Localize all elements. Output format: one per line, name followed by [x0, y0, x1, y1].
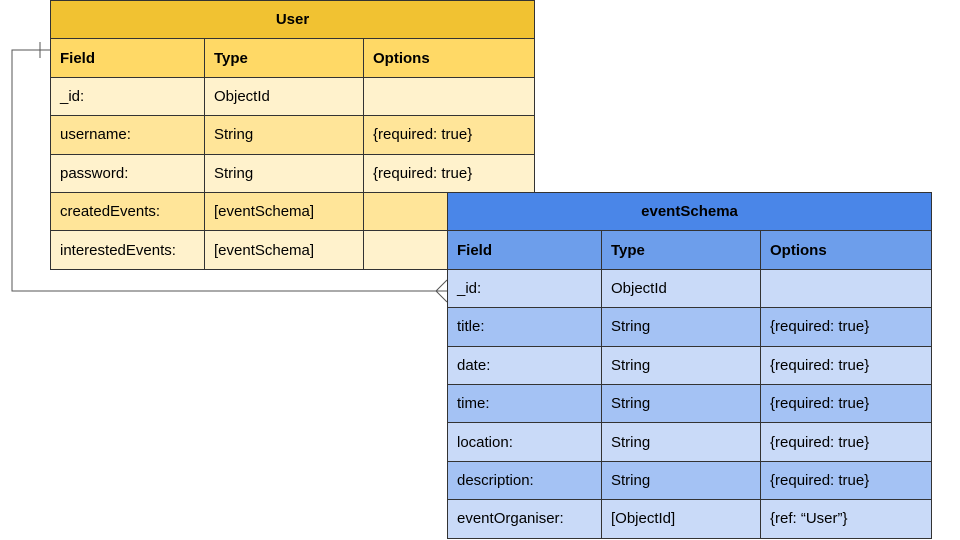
event-type-cell: String [601, 422, 761, 462]
user-type-cell: [eventSchema] [204, 230, 364, 270]
event-type-cell: [ObjectId] [601, 499, 761, 539]
user-options-cell [363, 76, 535, 117]
event-options-cell: {required: true} [759, 383, 933, 424]
event-table-title-row: eventSchema [446, 191, 933, 232]
relationship-line [11, 49, 447, 292]
event-type-cell: String [601, 460, 761, 501]
event-options-cell: {required: true} [759, 422, 933, 462]
user-row: _id:ObjectId [50, 76, 535, 117]
event-options-cell: {required: true} [759, 345, 933, 385]
event-type-cell: String [601, 345, 761, 385]
user-field-cell: _id: [50, 76, 205, 117]
event-field-cell: title: [447, 307, 602, 347]
event-schema-table: eventSchema Field Type Options _id:Objec… [446, 191, 933, 539]
user-field-cell: username: [50, 115, 205, 155]
user-type-cell: [eventSchema] [204, 191, 364, 232]
event-row: location:String{required: true} [447, 422, 933, 462]
event-type-cell: String [601, 307, 761, 347]
event-options-cell: {ref: “User”} [759, 499, 933, 539]
user-header-type: Type [204, 38, 364, 78]
user-type-cell: String [204, 153, 364, 193]
event-row: title:String{required: true} [447, 307, 933, 347]
event-row: eventOrganiser:[ObjectId]{ref: “User”} [447, 499, 933, 539]
user-type-cell: String [204, 115, 364, 155]
event-table-title: eventSchema [446, 191, 933, 232]
user-options-cell: {required: true} [363, 115, 535, 155]
user-header-options: Options [363, 38, 535, 78]
event-field-cell: date: [447, 345, 602, 385]
event-field-cell: location: [447, 422, 602, 462]
event-field-cell: description: [447, 460, 602, 501]
event-field-cell: _id: [447, 268, 602, 309]
event-options-cell: {required: true} [759, 307, 933, 347]
event-row: date:String{required: true} [447, 345, 933, 385]
user-options-cell: {required: true} [363, 153, 535, 193]
user-row: password:String{required: true} [50, 153, 535, 193]
event-options-cell [759, 268, 933, 309]
user-type-cell: ObjectId [204, 76, 364, 117]
event-options-cell: {required: true} [759, 460, 933, 501]
event-table-body: eventSchema Field Type Options _id:Objec… [446, 191, 933, 539]
event-field-cell: time: [447, 383, 602, 424]
user-row: username:String{required: true} [50, 115, 535, 155]
event-type-cell: String [601, 383, 761, 424]
user-field-cell: password: [50, 153, 205, 193]
user-field-cell: interestedEvents: [50, 230, 205, 270]
many-end-marker [435, 279, 448, 303]
event-row: _id:ObjectId [447, 268, 933, 309]
user-table-header-row: Field Type Options [50, 38, 535, 78]
user-header-field: Field [50, 38, 205, 78]
event-row: description:String{required: true} [447, 460, 933, 501]
event-header-field: Field [447, 230, 602, 270]
event-header-options: Options [759, 230, 933, 270]
user-field-cell: createdEvents: [50, 191, 205, 232]
event-table-header-row: Field Type Options [447, 230, 933, 270]
event-field-cell: eventOrganiser: [447, 499, 602, 539]
event-header-type: Type [601, 230, 761, 270]
event-row: time:String{required: true} [447, 383, 933, 424]
user-table-title: User [50, 0, 535, 40]
user-table-title-row: User [50, 0, 535, 40]
event-type-cell: ObjectId [601, 268, 761, 309]
